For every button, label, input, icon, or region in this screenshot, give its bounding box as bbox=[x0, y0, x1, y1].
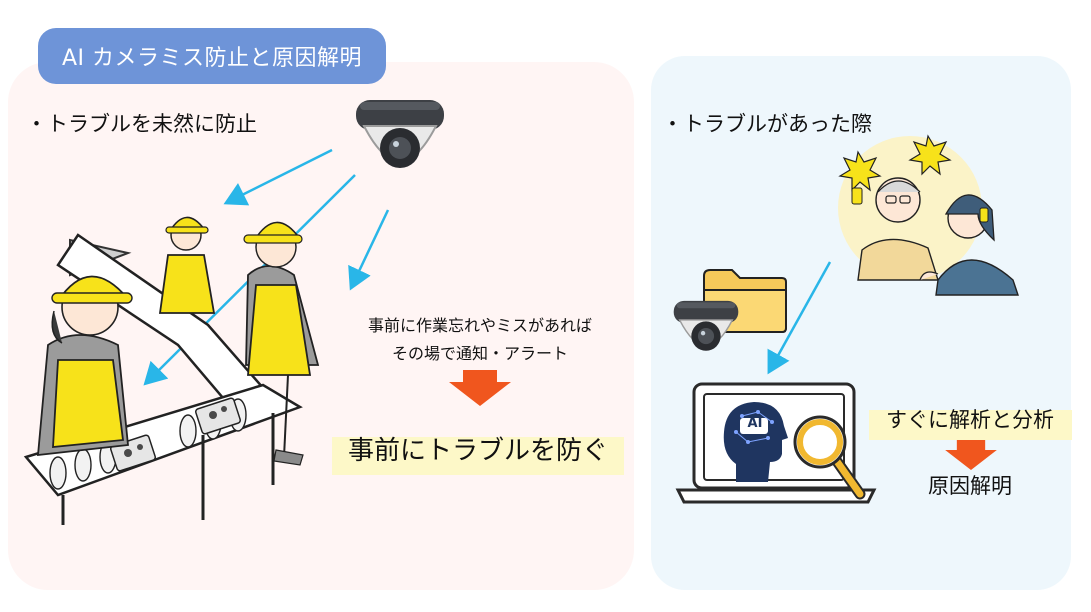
ai-brain-head-icon bbox=[723, 402, 788, 482]
dome-camera-icon bbox=[356, 100, 444, 168]
left-panel bbox=[8, 62, 634, 590]
desc-line-2: その場で通知・アラート bbox=[391, 344, 568, 363]
desc-line-1: 事前に作業忘れやミスがあれば bbox=[367, 316, 592, 335]
down-arrow-right bbox=[945, 440, 997, 470]
alert-description: 事前に作業忘れやミスがあれば その場で通知・アラート bbox=[330, 312, 630, 368]
dome-camera-icon bbox=[673, 300, 739, 351]
prevent-result-text: 事前にトラブルを防ぐ bbox=[347, 436, 608, 466]
magnifier-icon bbox=[793, 415, 866, 500]
analyze-text: すぐに解析と分析 bbox=[886, 408, 1054, 432]
cause-text: 原因解明 bbox=[928, 474, 1012, 498]
title-badge: AI カメラミス防止と原因解明 bbox=[38, 28, 386, 84]
result-highlight bbox=[332, 437, 624, 475]
down-arrow-left bbox=[449, 370, 511, 406]
ai-badge-text: AI bbox=[747, 416, 763, 431]
analyze-highlight bbox=[869, 410, 1072, 440]
factory-workers-illustration bbox=[23, 216, 320, 525]
trouble-people-illustration bbox=[838, 134, 1019, 296]
left-bullet: ・トラブルを未然に防止 bbox=[26, 112, 257, 136]
right-bullet: ・トラブルがあった際 bbox=[662, 112, 872, 136]
